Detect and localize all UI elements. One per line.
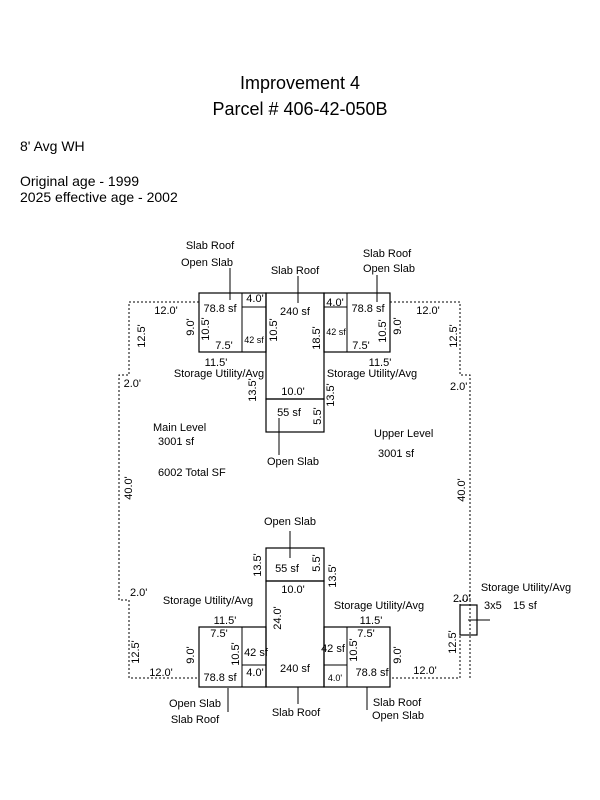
dim-top-center-10: 10.0'	[281, 386, 305, 398]
dim-top-left-12-5: 12.5'	[136, 324, 148, 348]
dim-right-2-top: 2.0'	[450, 381, 467, 393]
dim-top-left-13-5: 13.5'	[247, 378, 259, 402]
dim-bottom-left-10-5: 10.5'	[230, 642, 242, 666]
label-main-level: Main Level	[153, 422, 206, 434]
area-top-right-slab: 78.8 sf	[351, 303, 385, 315]
area-bottom-left-storage: 42 sf	[244, 647, 269, 659]
label-slab-roof-top-left: Slab Roof	[186, 240, 235, 252]
dim-bottom-center-24: 24.0'	[272, 606, 284, 630]
label-storage-top-left: Storage Utility/Avg	[174, 368, 264, 380]
dim-top-left-10-5: 10.5'	[200, 317, 212, 341]
dim-bottom-center-5-5: 5.5'	[311, 554, 323, 571]
label-slab-roof-bottom-left: Slab Roof	[171, 714, 220, 726]
dim-bottom-left-12-5: 12.5'	[130, 640, 142, 664]
label-storage-bottom-left: Storage Utility/Avg	[163, 595, 253, 607]
area-top-left-storage: 42 sf	[244, 335, 264, 345]
label-slab-roof-bottom-center: Slab Roof	[272, 707, 321, 719]
dim-top-right-13-5: 13.5'	[325, 383, 337, 407]
dim-left-2-top: 2.0'	[124, 378, 141, 390]
dim-top-right-12-5: 12.5'	[448, 324, 460, 348]
label-slab-roof-top-center: Slab Roof	[271, 265, 320, 277]
dim-top-center-5-5: 5.5'	[312, 407, 324, 424]
dim-top-right-9: 9.0'	[392, 317, 404, 334]
area-top-open-slab: 55 sf	[277, 407, 302, 419]
original-age-note: Original age - 1999	[20, 173, 140, 189]
area-top-right-storage: 42 sf	[326, 327, 346, 337]
building-outline	[118, 301, 471, 679]
leader-lines	[227, 268, 490, 712]
area-top-center: 240 sf	[280, 306, 311, 318]
wall-height-note: 8' Avg WH	[20, 138, 85, 154]
label-total-sf: 6002 Total SF	[158, 467, 226, 479]
label-storage-small-sf: 15 sf	[513, 600, 538, 612]
top-structures	[198, 292, 391, 433]
area-bottom-right-storage: 42 sf	[321, 643, 346, 655]
dim-bottom-left-9: 9.0'	[185, 646, 197, 663]
dim-left-40: 40.0'	[123, 476, 135, 500]
dim-bottom-right-7-5: 7.5'	[357, 628, 374, 640]
dim-top-right-11-5: 11.5'	[369, 357, 392, 369]
area-top-left-slab: 78.8 sf	[203, 303, 237, 315]
dim-top-left-7-5: 7.5'	[215, 340, 232, 352]
dim-top-right-12: 12.0'	[416, 305, 440, 317]
dim-bottom-left-11-5: 11.5'	[214, 615, 237, 627]
dim-top-left-12: 12.0'	[154, 305, 178, 317]
area-bottom-right-slab: 78.8 sf	[355, 667, 389, 679]
label-open-slab-bottom-right: Open Slab	[372, 710, 424, 722]
label-open-slab-top-left: Open Slab	[181, 257, 233, 269]
label-open-slab-bottom-left: Open Slab	[169, 698, 221, 710]
title-parcel: Parcel # 406-42-050B	[212, 99, 388, 119]
dim-top-right-7-5: 7.5'	[352, 340, 369, 352]
bottom-structures	[198, 547, 391, 688]
dim-right-40: 40.0'	[456, 478, 468, 502]
dim-bottom-center-10: 10.0'	[281, 584, 305, 596]
dim-top-center-18-5: 18.5'	[311, 326, 323, 350]
dim-bottom-right-10-5: 10.5'	[348, 638, 360, 662]
dim-top-left-9: 9.0'	[185, 318, 197, 335]
dim-bottom-left-4: 4.0'	[246, 667, 263, 679]
dim-bottom-right-11-5: 11.5'	[360, 615, 383, 627]
label-slab-roof-top-right: Slab Roof	[363, 248, 412, 260]
dim-top-left-11-5: 11.5'	[205, 357, 228, 369]
area-bottom-open-slab: 55 sf	[275, 563, 300, 575]
dim-bottom-right-9: 9.0'	[392, 646, 404, 663]
dim-bottom-right-13-5: 13.5'	[327, 564, 339, 588]
dim-bottom-right-4: 4.0'	[328, 673, 343, 683]
dim-bottom-right-12: 12.0'	[413, 665, 437, 677]
label-storage-bottom-right: Storage Utility/Avg	[334, 600, 424, 612]
label-storage-small: Storage Utility/Avg	[481, 582, 571, 594]
dim-left-2-bottom: 2.0'	[130, 587, 147, 599]
label-open-slab-top-right: Open Slab	[363, 263, 415, 275]
dim-bottom-right-12-5: 12.5'	[447, 630, 459, 654]
dim-top-right-4: 4.0'	[326, 297, 343, 309]
label-storage-top-right: Storage Utility/Avg	[327, 368, 417, 380]
area-bottom-center: 240 sf	[280, 663, 311, 675]
label-slab-roof-bottom-right: Slab Roof	[373, 697, 422, 709]
label-upper-level-sf: 3001 sf	[378, 448, 415, 460]
dim-bottom-left-7-5: 7.5'	[210, 628, 227, 640]
label-open-slab-top-center: Open Slab	[267, 456, 319, 468]
label-storage-small-size: 3x5	[484, 600, 502, 612]
effective-age-note: 2025 effective age - 2002	[20, 189, 178, 205]
label-upper-level: Upper Level	[374, 428, 433, 440]
title-improvement: Improvement 4	[239, 73, 361, 93]
label-open-slab-bottom-center: Open Slab	[264, 516, 316, 528]
dim-top-left-4: 4.0'	[246, 293, 263, 305]
label-main-level-sf: 3001 sf	[158, 436, 195, 448]
dim-bottom-left-12: 12.0'	[149, 667, 173, 679]
dim-top-center-10-5: 10.5'	[268, 318, 280, 342]
dim-top-right-10-5: 10.5'	[377, 319, 389, 343]
area-bottom-left-slab: 78.8 sf	[203, 672, 237, 684]
dim-right-2-bottom: 2.0'	[453, 593, 470, 605]
dim-bottom-left-13-5: 13.5'	[252, 553, 264, 577]
